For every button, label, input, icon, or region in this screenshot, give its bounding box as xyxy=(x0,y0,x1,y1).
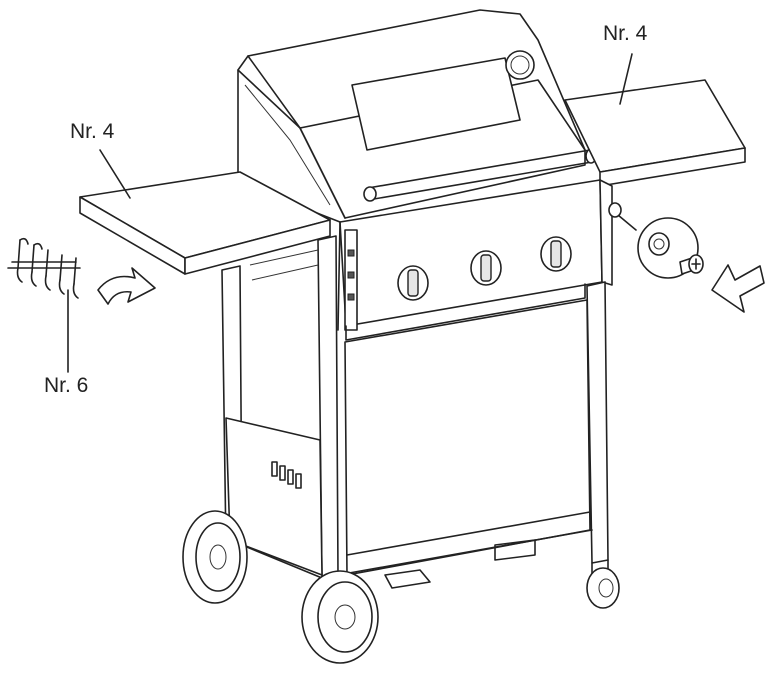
label-tool-hook: Nr. 6 xyxy=(44,374,89,397)
burner-knob-3-icon xyxy=(540,236,572,272)
cart-frame xyxy=(221,235,609,589)
curved-arrow-icon xyxy=(97,267,156,305)
push-arrow-icon xyxy=(711,264,765,313)
lid-window xyxy=(351,57,521,151)
label-shelf-left: Nr. 4 xyxy=(70,120,115,143)
front-wheel-icon xyxy=(301,570,379,664)
screw-detail-icon xyxy=(608,202,704,279)
burner-knob-1-icon xyxy=(397,265,429,301)
rear-wheel-icon xyxy=(182,510,248,604)
side-panel xyxy=(225,417,323,576)
leader-line-left xyxy=(99,149,131,199)
caster-wheel-icon xyxy=(586,559,620,609)
label-shelf-right: Nr. 4 xyxy=(603,22,648,45)
thermometer-icon xyxy=(505,50,535,80)
right-side-shelf xyxy=(564,79,746,187)
tool-hook-icon xyxy=(7,237,81,373)
burner-knob-2-icon xyxy=(470,250,502,286)
grill-body xyxy=(337,179,613,341)
leader-line-right xyxy=(619,53,633,105)
left-side-shelf xyxy=(79,171,331,275)
